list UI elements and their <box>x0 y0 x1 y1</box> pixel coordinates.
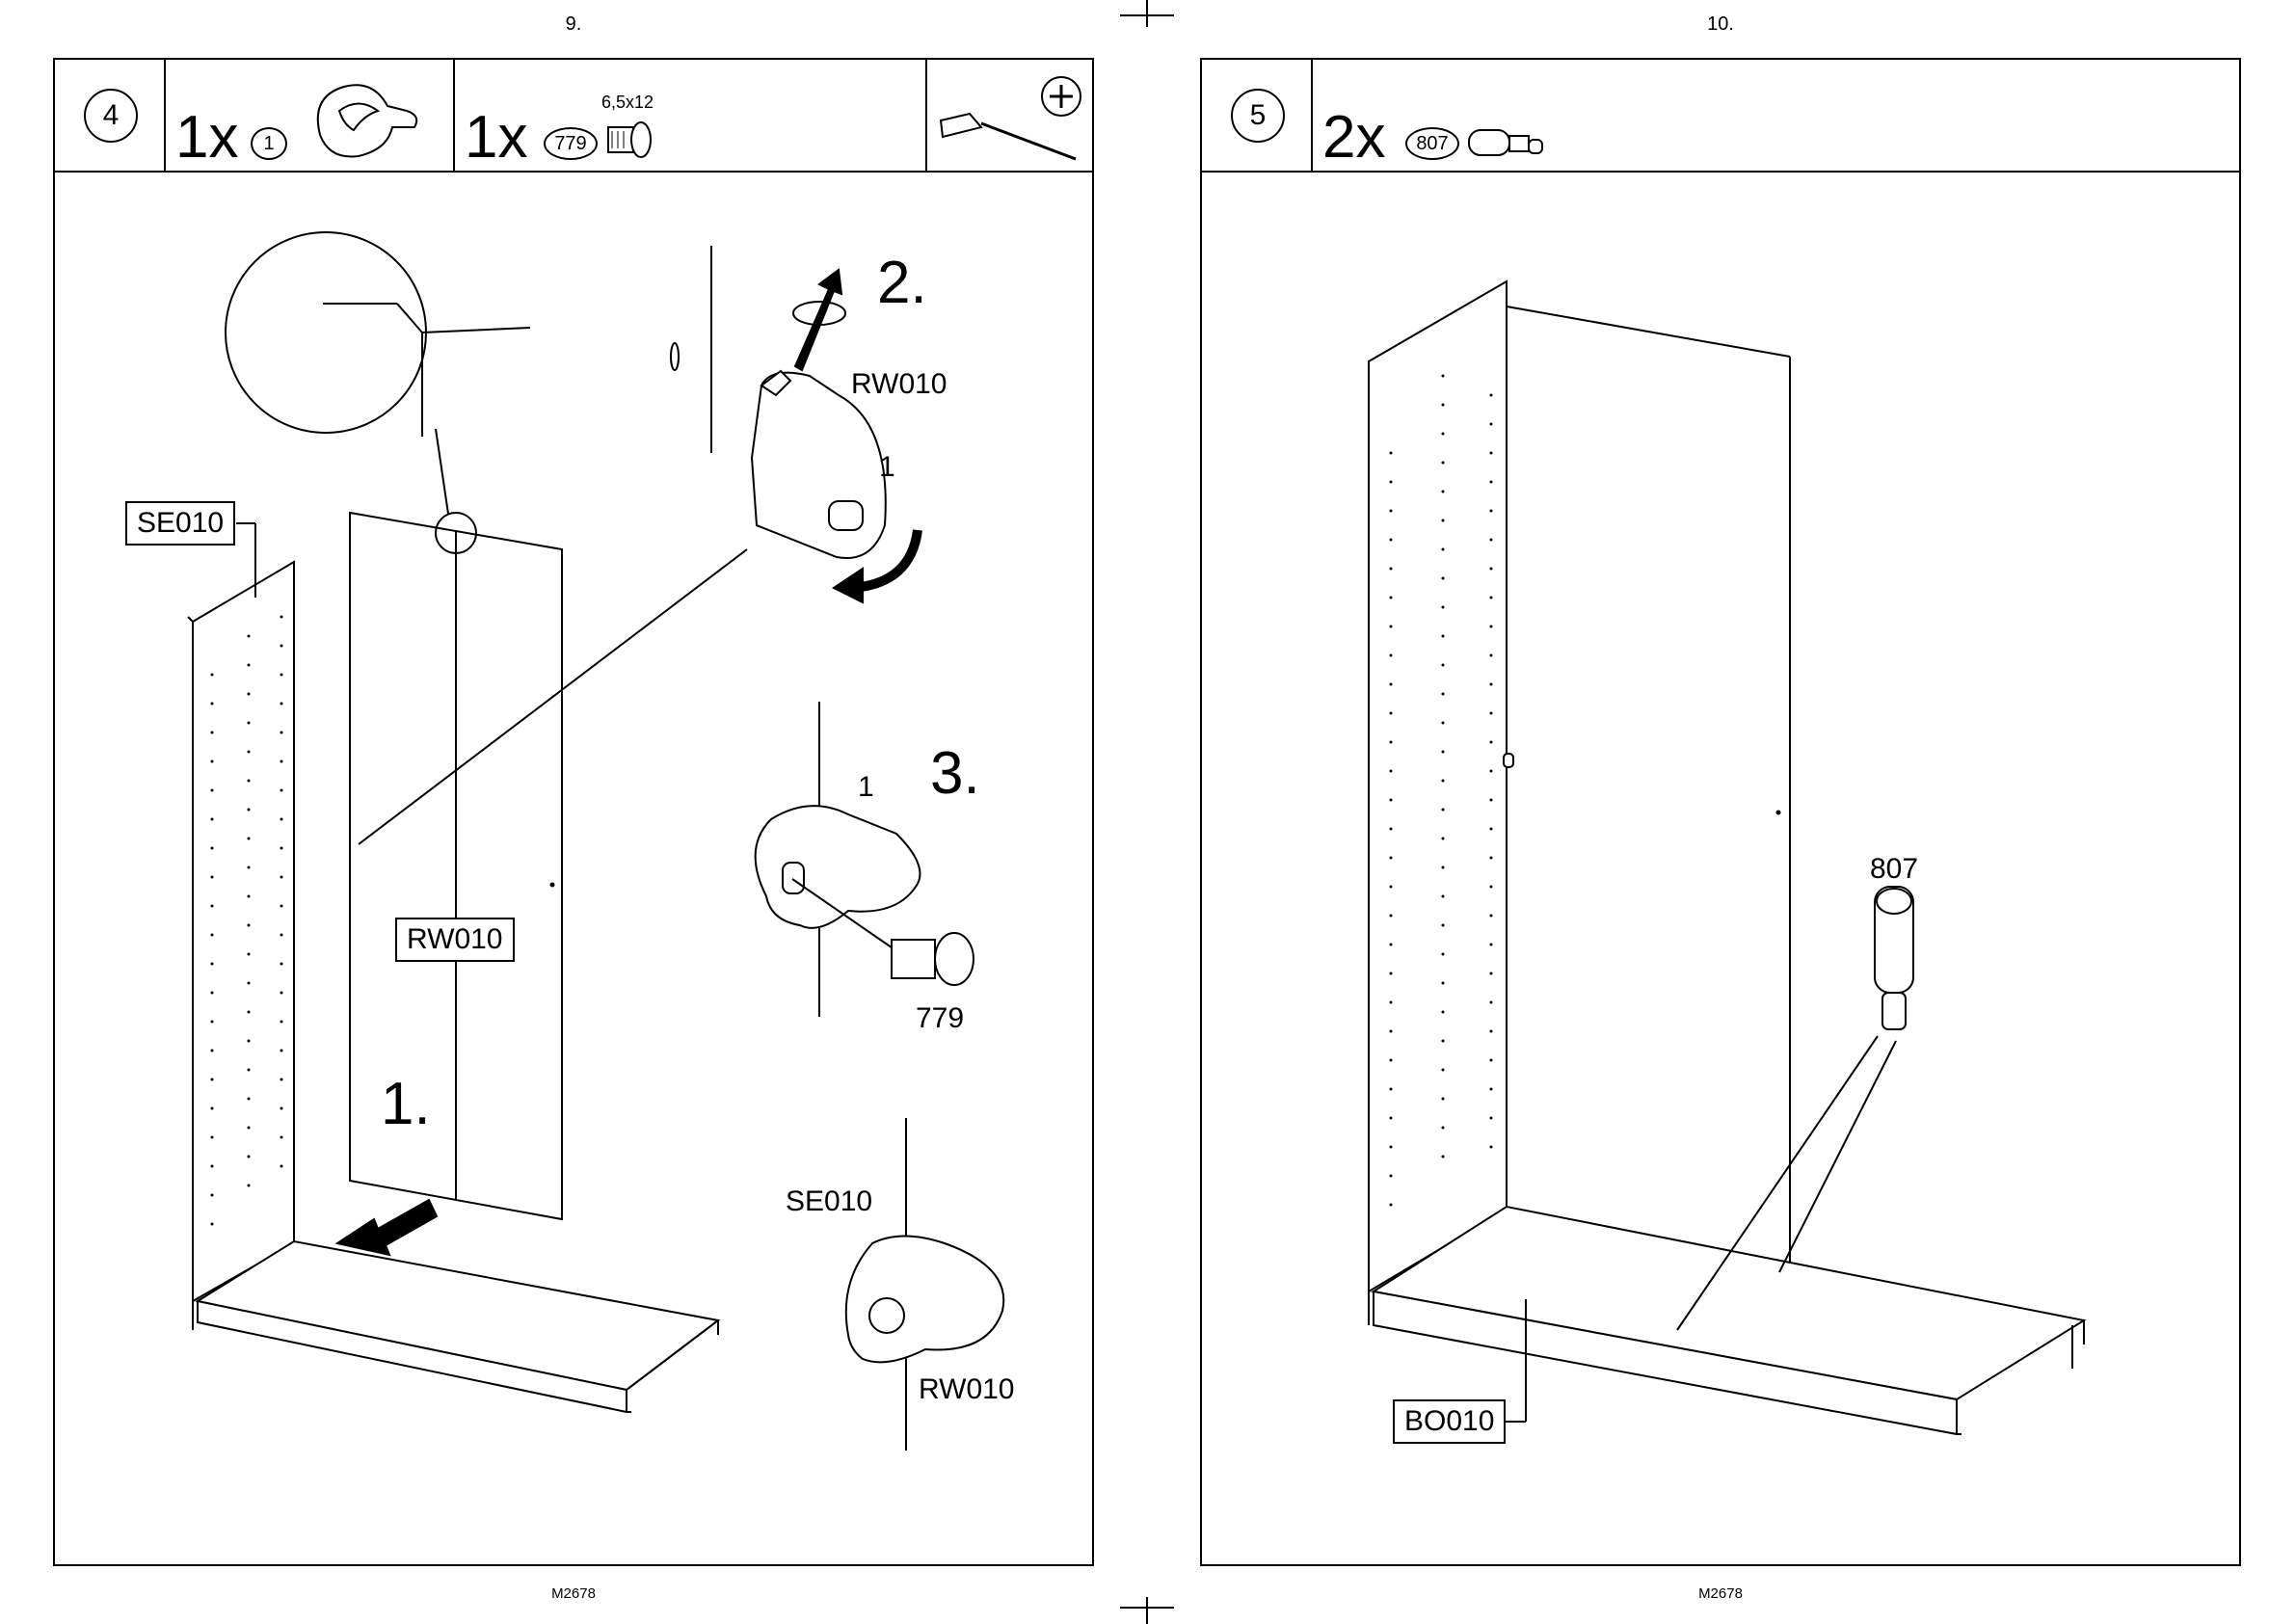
substep-2: 2. <box>877 249 927 317</box>
label-rw010-detail2: RW010 <box>851 368 947 401</box>
label-part-1-detail2: 1 <box>879 451 895 484</box>
label-rw010-detail4: RW010 <box>919 1373 1015 1406</box>
substep-1: 1. <box>381 1070 431 1138</box>
label-se010-detail4: SE010 <box>786 1185 872 1218</box>
label-807: 807 <box>1870 853 1918 886</box>
substep-3: 3. <box>930 739 980 808</box>
label-779-detail3: 779 <box>916 1002 964 1035</box>
label-rw010-panel: RW010 <box>395 918 515 962</box>
label-part-1-detail3: 1 <box>858 771 874 804</box>
label-se010: SE010 <box>125 501 235 546</box>
label-bo010: BO010 <box>1393 1399 1506 1444</box>
